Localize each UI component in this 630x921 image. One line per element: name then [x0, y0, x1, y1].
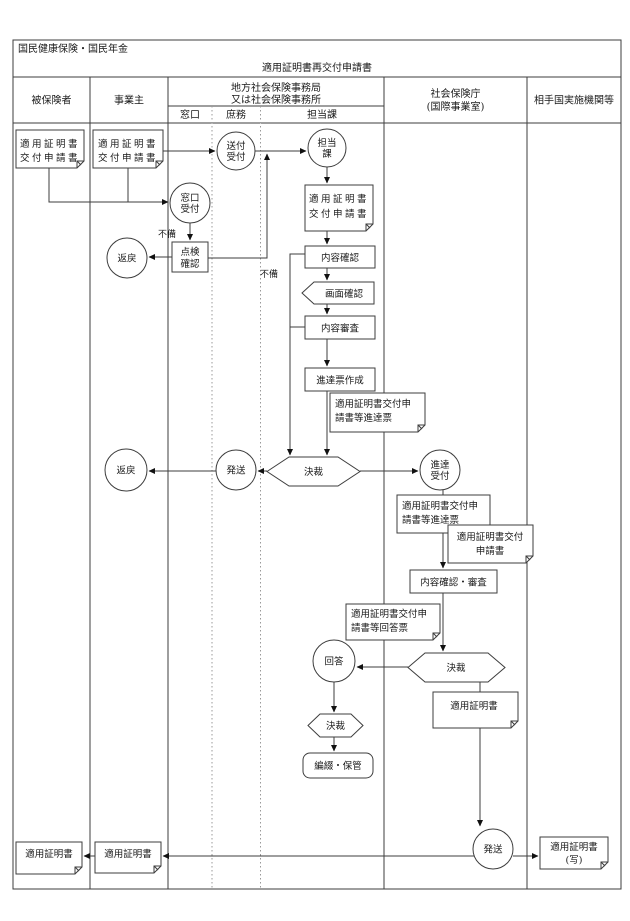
- svg-text:決裁: 決裁: [326, 720, 346, 732]
- node-return-top: 返戻: [106, 237, 148, 279]
- defect-label-1: 不備: [158, 228, 176, 240]
- svg-text:送付: 送付: [226, 140, 246, 152]
- svg-text:受付: 受付: [226, 151, 246, 163]
- svg-text:決裁: 決裁: [446, 662, 466, 674]
- column-header-agency-line2: (国際事業室): [427, 100, 485, 113]
- node-return-mid: 返戻: [104, 448, 148, 492]
- svg-text:返戻: 返戻: [117, 253, 137, 265]
- document-insured-application: 適用証明書 交付申請書: [15, 129, 85, 169]
- svg-text:受付: 受付: [180, 203, 200, 215]
- connector-insureddoc-to-windowreceipt: [48, 168, 169, 205]
- condition-labels: 不備 不備: [158, 228, 278, 280]
- svg-text:(写): (写): [566, 855, 583, 866]
- node-content-review: 内容審査: [304, 315, 376, 340]
- document-certificate-employer: 適用証明書: [94, 841, 162, 874]
- svg-text:適用証明書: 適用証明書: [104, 848, 152, 860]
- circle-nodes: 送付 受付 窓口 受付 担当 課 返戻 返戻 発送 進達 受付: [104, 128, 514, 870]
- svg-text:適用証明書: 適用証明書: [25, 848, 73, 860]
- svg-text:請書等回答票: 請書等回答票: [351, 622, 409, 634]
- node-transmittal-receipt: 進達 受付: [419, 449, 461, 491]
- connector-inspect-up-to-sectionflow: [208, 153, 270, 259]
- svg-text:適用証明書: 適用証明書: [20, 138, 80, 150]
- svg-text:編綴・保管: 編綴・保管: [314, 760, 362, 772]
- connector-contentcheck-left-to-approval: [287, 253, 305, 456]
- svg-text:進達票作成: 進達票作成: [316, 375, 364, 387]
- document-employer-application: 適用証明書 交付申請書: [92, 129, 164, 169]
- document-section-application: 適用証明書 交付申請書: [304, 184, 374, 232]
- svg-text:請書等進達票: 請書等進達票: [335, 412, 393, 424]
- svg-text:回答: 回答: [324, 656, 344, 668]
- system-title: 国民健康保険・国民年金: [18, 42, 128, 55]
- svg-text:決裁: 決裁: [304, 466, 324, 478]
- node-transmittal-create: 進達票作成: [304, 367, 376, 392]
- column-header-section: 担当課: [307, 108, 337, 121]
- svg-text:窓口: 窓口: [180, 192, 199, 204]
- svg-text:課: 課: [322, 148, 332, 160]
- column-header-insured: 被保険者: [32, 94, 72, 107]
- svg-text:確認: 確認: [180, 258, 200, 270]
- node-content-check-review: 内容確認・審査: [409, 569, 498, 594]
- node-window-receipt: 窓口 受付: [169, 182, 211, 224]
- svg-text:進達: 進達: [430, 459, 450, 471]
- svg-text:交付申請書: 交付申請書: [309, 208, 369, 220]
- documents: 適用証明書 交付申請書 適用証明書 交付申請書 適用証明書 交付申請書 適用証明…: [15, 129, 609, 875]
- svg-text:適用証明書: 適用証明書: [98, 138, 158, 150]
- document-reply-slip: 適用証明書交付申 請書等回答票: [345, 603, 441, 641]
- svg-text:内容確認・審査: 内容確認・審査: [420, 577, 487, 589]
- node-dispatch-bottom: 発送: [472, 828, 514, 870]
- node-screen-check: 画面確認: [301, 281, 375, 305]
- svg-text:画面確認: 画面確認: [325, 288, 364, 300]
- document-agency-transmittal-slip: 適用証明書交付申 請書等進達票: [396, 494, 491, 534]
- process-nodes: 点検 確認 内容確認 画面確認 内容審査 進達票作成 決裁 内容確認・審査: [171, 241, 506, 779]
- svg-text:返戻: 返戻: [116, 465, 136, 477]
- column-header-regional-line1: 地方社会保険事務局: [231, 81, 321, 94]
- document-agency-application: 適用証明書交付 申請書: [447, 524, 534, 564]
- column-header-regional-line2: 又は社会保険事務所: [231, 93, 321, 106]
- node-reply: 回答: [312, 639, 356, 683]
- node-approval-small: 決裁: [307, 713, 364, 738]
- svg-text:適用証明書交付申: 適用証明書交付申: [351, 608, 427, 620]
- svg-text:適用証明書: 適用証明書: [550, 841, 598, 853]
- svg-text:適用証明書交付: 適用証明書交付: [457, 531, 524, 543]
- svg-text:請書等進達票: 請書等進達票: [402, 514, 460, 526]
- document-certificate-copy: 適用証明書 (写): [539, 836, 609, 870]
- svg-text:内容確認: 内容確認: [321, 252, 360, 264]
- svg-text:点検: 点検: [180, 246, 200, 258]
- svg-text:適用証明書交付申: 適用証明書交付申: [402, 500, 478, 512]
- column-header-agency-line1: 社会保険庁: [431, 87, 481, 100]
- svg-text:受付: 受付: [430, 470, 450, 482]
- column-header-employer: 事業主: [114, 94, 144, 107]
- svg-text:発送: 発送: [226, 465, 246, 477]
- svg-text:適用証明書交付申: 適用証明書交付申: [335, 398, 411, 410]
- svg-text:発送: 発送: [483, 844, 503, 856]
- node-dispatch-mid: 発送: [215, 449, 257, 491]
- node-section-circle: 担当 課: [307, 128, 347, 168]
- document-certificate-agency: 適用証明書: [432, 691, 519, 729]
- column-header-partner: 相手国実施機関等: [534, 94, 614, 107]
- form-title: 適用証明書再交付申請書: [262, 61, 372, 74]
- svg-text:担当: 担当: [317, 137, 336, 149]
- svg-text:適用証明書: 適用証明書: [309, 193, 369, 205]
- svg-text:内容審査: 内容審査: [321, 323, 360, 335]
- column-header-general-affairs: 庶務: [226, 108, 246, 121]
- node-approval-agency: 決裁: [407, 652, 506, 683]
- header: 国民健康保険・国民年金 適用証明書再交付申請書 被保険者 事業主 地方社会保険事…: [18, 42, 614, 121]
- column-header-window: 窓口: [180, 108, 200, 121]
- svg-text:申請書: 申請書: [476, 545, 505, 557]
- node-approval-section: 決裁: [266, 456, 361, 487]
- svg-text:交付申請書: 交付申請書: [98, 152, 158, 164]
- node-send-receipt: 送付 受付: [216, 131, 256, 171]
- document-certificate-insured: 適用証明書: [15, 841, 83, 875]
- defect-label-2: 不備: [260, 268, 278, 280]
- node-content-check: 内容確認: [304, 245, 376, 269]
- svg-text:交付申請書: 交付申請書: [20, 152, 80, 164]
- node-inspect-confirm: 点検 確認: [171, 241, 209, 273]
- node-filing-storage: 編綴・保管: [302, 752, 374, 779]
- svg-text:適用証明書: 適用証明書: [450, 700, 498, 712]
- document-section-transmittal-slip: 適用証明書交付申 請書等進達票: [329, 392, 426, 433]
